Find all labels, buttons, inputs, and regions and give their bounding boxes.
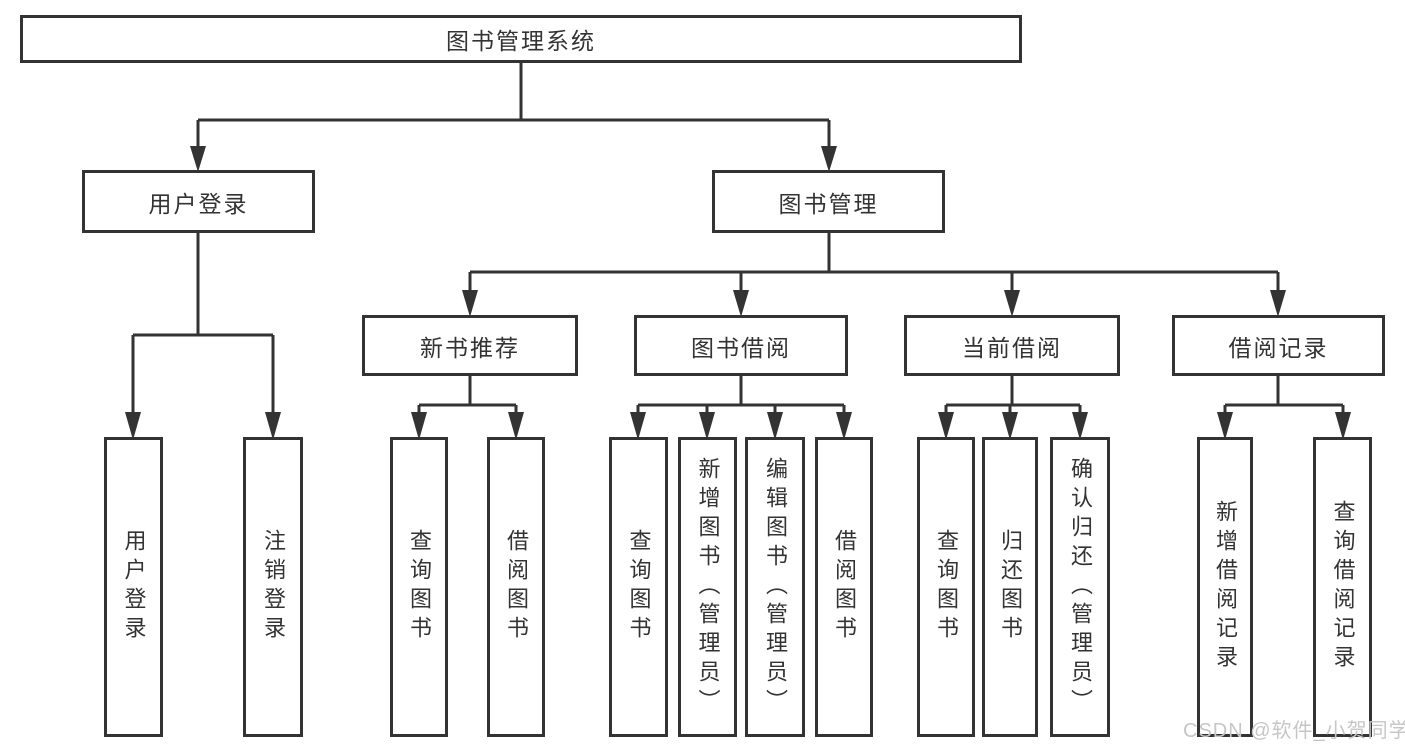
connector-book-management-to-level3	[462, 233, 1286, 317]
node-borrowing-records-label: 借阅记录	[1228, 334, 1329, 361]
node-current-borrowing: 当前借阅	[904, 315, 1120, 376]
leaf-current-query-books: 查询图书	[917, 437, 975, 737]
leaf-return-books-label: 归还图书	[998, 529, 1023, 645]
leaf-recommend-query-books-label: 查询图书	[407, 529, 432, 645]
leaf-add-books-admin-label: 新增图书（管理员）	[695, 456, 721, 718]
leaf-add-books-admin: 新增图书（管理员）	[678, 437, 737, 737]
connector-root-to-level2	[190, 63, 837, 172]
node-user-login-label: 用户登录	[148, 190, 249, 217]
leaf-confirm-return-admin-label: 确认归还（管理员）	[1068, 456, 1093, 718]
leaf-logout-label: 注销登录	[261, 529, 286, 645]
leaf-add-borrow-record: 新增借阅记录	[1197, 437, 1253, 737]
node-book-borrowing-label: 图书借阅	[691, 334, 791, 361]
leaf-query-borrow-record: 查询借阅记录	[1313, 437, 1372, 737]
leaf-borrowing-borrow-books: 借阅图书	[815, 437, 873, 737]
watermark: CSDN @软件_小贺同学	[1183, 720, 1405, 742]
node-book-borrowing: 图书借阅	[634, 315, 848, 376]
node-library-system: 图书管理系统	[20, 15, 1022, 63]
leaf-edit-books-admin-label: 编辑图书（管理员）	[763, 456, 788, 718]
leaf-return-books: 归还图书	[982, 437, 1038, 737]
connector-borrowing-records-to-leaves	[1217, 376, 1351, 440]
connector-new-book-recommend-to-leaves	[411, 376, 524, 440]
node-borrowing-records: 借阅记录	[1172, 315, 1385, 376]
node-current-borrowing-label: 当前借阅	[962, 334, 1062, 361]
node-user-login: 用户登录	[82, 170, 315, 233]
leaf-recommend-borrow-books-label: 借阅图书	[504, 529, 529, 645]
node-book-management-label: 图书管理	[778, 190, 879, 217]
leaf-confirm-return-admin: 确认归还（管理员）	[1050, 437, 1110, 737]
leaf-add-borrow-record-label: 新增借阅记录	[1213, 500, 1238, 674]
leaf-borrowing-borrow-books-label: 借阅图书	[832, 529, 857, 645]
leaf-recommend-borrow-books: 借阅图书	[487, 437, 545, 737]
leaf-query-borrow-record-label: 查询借阅记录	[1330, 500, 1356, 674]
leaf-logout: 注销登录	[243, 437, 303, 737]
node-new-book-recommend: 新书推荐	[362, 315, 578, 376]
connector-current-borrowing-to-leaves	[938, 376, 1088, 440]
connector-user-login-to-leaves	[125, 233, 281, 440]
leaf-edit-books-admin: 编辑图书（管理员）	[745, 437, 805, 737]
leaf-current-query-books-label: 查询图书	[934, 529, 959, 645]
leaf-recommend-query-books: 查询图书	[390, 437, 448, 737]
leaf-borrowing-query-books: 查询图书	[609, 437, 668, 737]
leaf-user-login: 用户登录	[104, 437, 163, 737]
node-new-book-recommend-label: 新书推荐	[420, 334, 520, 361]
node-library-system-label: 图书管理系统	[446, 28, 596, 54]
connector-book-borrowing-to-leaves	[630, 376, 852, 440]
leaf-borrowing-query-books-label: 查询图书	[626, 529, 652, 645]
leaf-user-login-label: 用户登录	[121, 529, 147, 645]
node-book-management: 图书管理	[712, 170, 945, 233]
